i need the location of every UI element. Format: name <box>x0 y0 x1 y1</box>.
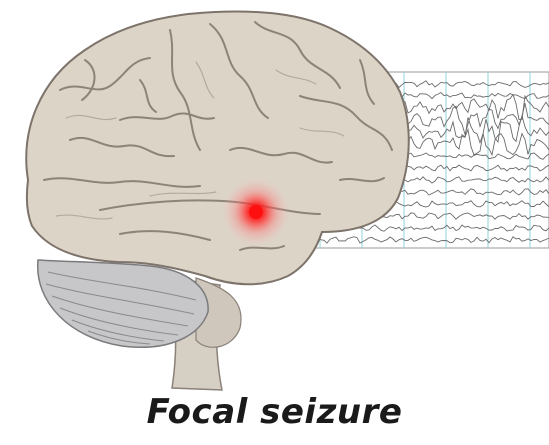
cerebellum <box>38 260 208 347</box>
red-glow-icon <box>249 205 263 219</box>
caption-title: Focal seizure <box>0 392 549 432</box>
